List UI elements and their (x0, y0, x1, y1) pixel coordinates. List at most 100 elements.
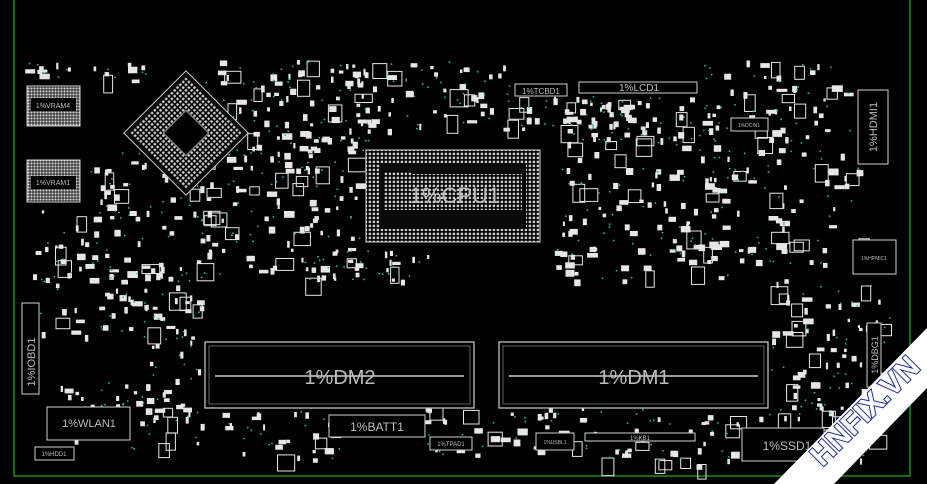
smd-part (185, 301, 190, 305)
smd-part (851, 355, 857, 362)
via (508, 85, 511, 87)
via (813, 167, 815, 170)
smd-part (371, 119, 380, 124)
via (213, 226, 216, 229)
via (528, 106, 530, 108)
via (428, 434, 430, 436)
smd-part (730, 416, 748, 430)
via (144, 73, 147, 75)
via (175, 419, 178, 422)
smd-part (433, 110, 437, 114)
smd-part (206, 235, 211, 242)
via (392, 80, 395, 83)
smd-part (294, 412, 297, 418)
kb-label: 1%KB1 (630, 436, 651, 442)
smd-part (698, 244, 706, 252)
smd-part (707, 260, 712, 264)
smd-part (801, 297, 813, 302)
smd-part (589, 246, 596, 252)
via (291, 65, 294, 68)
smd-part (680, 226, 691, 233)
via (113, 275, 115, 277)
batt-connector: 1%BATT1 (328, 414, 426, 438)
smd-part (305, 277, 322, 296)
smd-part (331, 76, 334, 83)
hdmi-label: 1%HDMI1 (868, 102, 880, 152)
smd-part (389, 259, 392, 266)
smd-part (793, 392, 798, 400)
via (856, 304, 859, 307)
via (395, 255, 398, 257)
smd-part (107, 204, 118, 211)
via (568, 182, 571, 185)
via (43, 72, 46, 75)
smd-part (135, 216, 141, 222)
smd-part (277, 203, 280, 209)
smd-part (206, 187, 222, 198)
smd-part (332, 251, 338, 256)
smd-part (349, 128, 352, 135)
smd-part (129, 211, 137, 216)
via (797, 86, 799, 89)
smd-part (361, 94, 364, 99)
via (252, 81, 255, 83)
smd-part (804, 307, 808, 315)
via (110, 269, 113, 272)
smd-part (851, 302, 860, 307)
via (601, 277, 604, 280)
smd-part (654, 458, 666, 474)
iobd-connector: 1%IOBD1 (21, 302, 40, 395)
via (603, 232, 605, 235)
smd-part (435, 449, 438, 453)
smd-part (313, 139, 319, 143)
smd-part (329, 106, 337, 112)
smd-part (94, 231, 100, 238)
via (837, 290, 840, 293)
via (790, 150, 793, 153)
smd-part (293, 231, 311, 247)
via (817, 239, 819, 242)
smd-part (637, 101, 642, 106)
via (804, 399, 807, 402)
smd-part (299, 146, 309, 152)
dimm-slot-dm1: 1%DM1 (498, 341, 769, 409)
smd-part (590, 102, 593, 106)
via (323, 118, 326, 121)
via (608, 190, 611, 193)
smd-part (314, 148, 321, 153)
smd-part (164, 176, 169, 183)
smd-part (647, 202, 652, 208)
smd-part (68, 394, 72, 401)
smd-part (153, 417, 156, 423)
smd-part (739, 249, 744, 253)
smd-part (185, 309, 192, 314)
smd-part (537, 450, 546, 456)
via (259, 432, 262, 435)
via (612, 239, 615, 242)
smd-part (320, 265, 331, 273)
smd-part (709, 128, 714, 135)
smd-part (768, 216, 779, 221)
smd-part (693, 208, 698, 216)
smd-part (128, 296, 131, 303)
smd-part (317, 275, 320, 283)
via (727, 274, 729, 277)
smd-part (142, 164, 145, 170)
smd-part (782, 226, 785, 233)
smd-part (825, 362, 829, 370)
smd-part (77, 253, 86, 261)
via (336, 188, 339, 191)
via (287, 81, 289, 83)
smd-part (33, 274, 38, 281)
smd-part (677, 169, 684, 175)
smd-part (579, 188, 599, 202)
smd-part (722, 225, 731, 230)
wlan-label: 1%WLAN1 (62, 418, 116, 430)
smd-part (588, 173, 592, 180)
via (484, 80, 486, 83)
smd-part (35, 251, 42, 255)
smd-part (574, 279, 581, 287)
smd-part (769, 192, 784, 210)
via (250, 210, 253, 213)
smd-part (360, 121, 364, 127)
